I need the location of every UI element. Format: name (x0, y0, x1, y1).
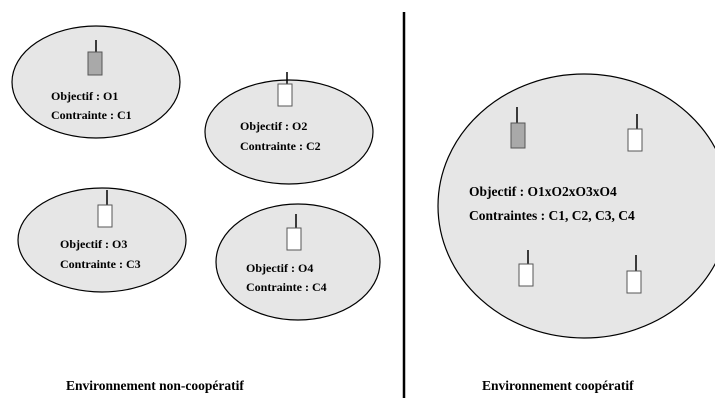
agent-group-2: Objectif : O2 Contrainte : C2 (204, 72, 374, 185)
constraint-label: Contrainte : C2 (240, 139, 321, 153)
right-caption: Environnement coopératif (482, 378, 634, 393)
agent-group-1: Objectif : O1 Contrainte : C1 (11, 25, 181, 139)
objective-label: Objectif : O2 (240, 119, 307, 133)
objective-label: Objectif : O3 (60, 237, 127, 251)
agent-group-3: Objectif : O3 Contrainte : C3 (17, 187, 187, 293)
agent-ellipse (215, 203, 381, 321)
combined-constraints-label: Contraintes : C1, C2, C3, C4 (469, 208, 635, 223)
left-caption: Environnement non-coopératif (66, 378, 244, 393)
agent-ellipse (204, 79, 374, 185)
right-panel: Objectif : O1xO2xO3xO4 Contraintes : C1,… (437, 73, 715, 393)
cooperative-ellipse (437, 73, 715, 339)
objective-label: Objectif : O1 (51, 89, 118, 103)
left-panel: Objectif : O1 Contrainte : C1 Objectif :… (11, 25, 381, 393)
device-white-icon (97, 190, 113, 228)
constraint-label: Contrainte : C4 (246, 280, 327, 294)
device-gray-icon (510, 107, 526, 149)
agent-ellipse (17, 187, 187, 293)
constraint-label: Contrainte : C3 (60, 257, 141, 271)
combined-objective-label: Objectif : O1xO2xO3xO4 (469, 184, 617, 199)
agent-ellipse (11, 25, 181, 139)
device-white-icon (286, 214, 302, 251)
device-white-icon (277, 72, 293, 107)
device-white-icon (627, 114, 643, 152)
device-gray-icon (87, 40, 103, 76)
constraint-label: Contrainte : C1 (51, 108, 132, 122)
device-white-icon (626, 255, 642, 294)
objective-label: Objectif : O4 (246, 261, 313, 275)
device-white-icon (518, 250, 534, 287)
agent-group-4: Objectif : O4 Contrainte : C4 (215, 203, 381, 321)
